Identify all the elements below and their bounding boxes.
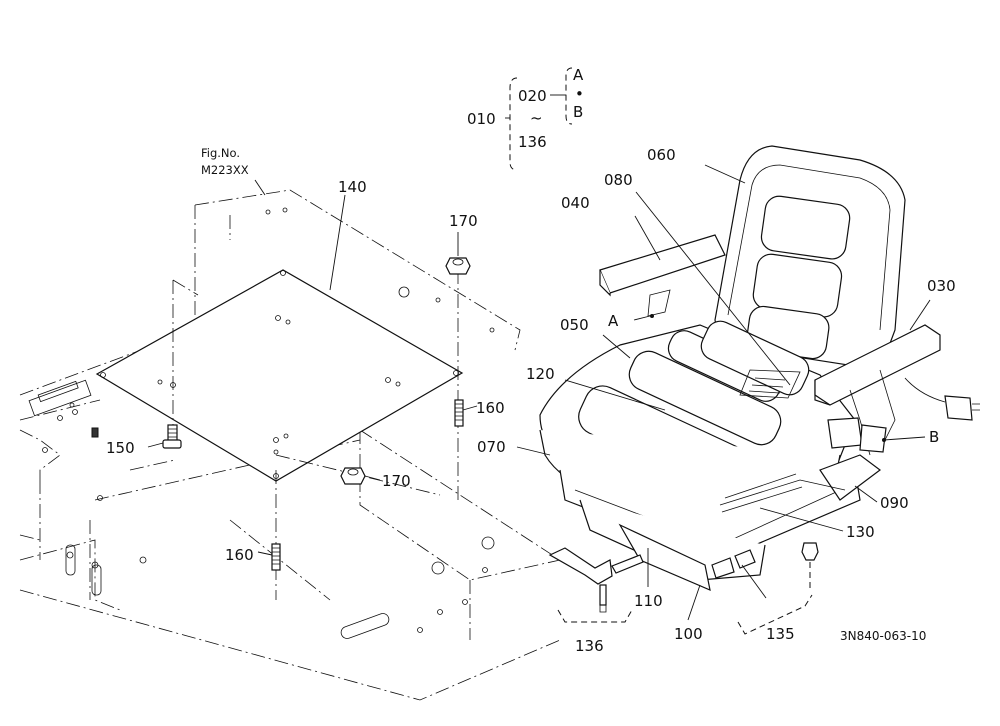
callout-135: 135 bbox=[766, 625, 795, 643]
callout-100: 100 bbox=[674, 625, 703, 643]
callout-170-mid: 170 bbox=[382, 472, 411, 490]
callout-060: 060 bbox=[647, 146, 676, 164]
nut-170-top bbox=[445, 257, 471, 275]
assembly-to-label: 136 bbox=[518, 133, 547, 151]
callout-110: 110 bbox=[634, 592, 663, 610]
callout-150: 150 bbox=[106, 439, 135, 457]
callout-040: 040 bbox=[561, 194, 590, 212]
callout-080: 080 bbox=[604, 171, 633, 189]
stud-160-right bbox=[454, 399, 464, 427]
callout-160-bottom: 160 bbox=[225, 546, 254, 564]
bolt-150 bbox=[162, 424, 182, 449]
callout-170-top: 170 bbox=[449, 212, 478, 230]
fig-no-label: Fig.No. bbox=[201, 146, 240, 160]
stud-160-bottom bbox=[271, 543, 281, 571]
pointer-a: A bbox=[608, 312, 619, 330]
seat-assembly bbox=[539, 145, 980, 613]
pointer-a-dot bbox=[650, 314, 654, 318]
variant-dot: • bbox=[575, 85, 584, 103]
callout-140: 140 bbox=[338, 178, 367, 196]
callout-070: 070 bbox=[477, 438, 506, 456]
pointer-b: B bbox=[929, 428, 939, 446]
callout-090: 090 bbox=[880, 494, 909, 512]
callout-030: 030 bbox=[927, 277, 956, 295]
drawing-code: 3N840-063-10 bbox=[840, 629, 926, 643]
callout-120: 120 bbox=[526, 365, 555, 383]
callout-130: 130 bbox=[846, 523, 875, 541]
pointer-b-dot bbox=[882, 438, 886, 442]
leader-lines bbox=[147, 94, 931, 621]
nut-170-mid bbox=[340, 467, 366, 485]
variant-b-label: B bbox=[573, 103, 583, 121]
variant-a-label: A bbox=[573, 66, 584, 84]
assembly-from-label: 020 bbox=[518, 87, 547, 105]
callout-136: 136 bbox=[575, 637, 604, 655]
callout-160-right: 160 bbox=[476, 399, 505, 417]
seat-plate-140 bbox=[95, 269, 464, 482]
assembly-main-label: 010 bbox=[467, 110, 496, 128]
group-bracket-136 bbox=[557, 609, 633, 623]
fig-no-value: M223XX bbox=[201, 163, 249, 177]
callout-050: 050 bbox=[560, 316, 589, 334]
assembly-tilde: ~ bbox=[530, 109, 543, 127]
